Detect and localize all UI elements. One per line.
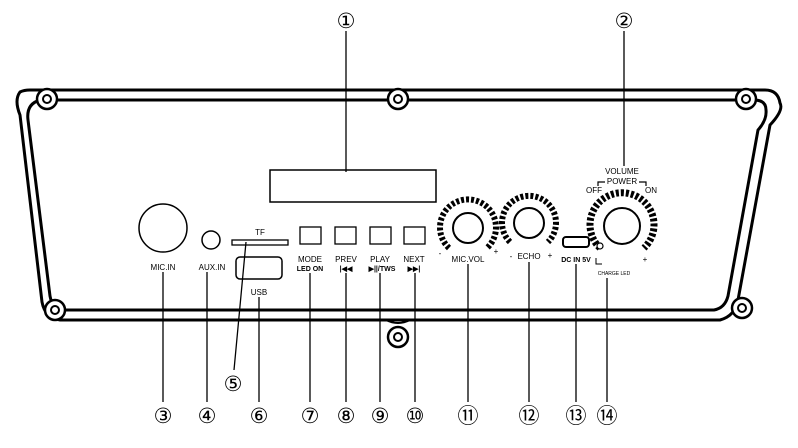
aux-in-jack	[201, 230, 221, 250]
display-window	[269, 169, 437, 203]
callout-5: ⑤	[224, 373, 243, 396]
callout-7: ⑦	[301, 405, 320, 428]
power-bracket	[597, 181, 647, 186]
tf-label: TF	[255, 228, 265, 237]
callout-2: ②	[615, 10, 634, 33]
echo-minus: -	[510, 252, 513, 261]
callouts: ① ② ③ ④ ⑤ ⑥ ⑦ ⑧ ⑨ ⑩ ⑪ ⑫ ⑬ ⑭	[154, 10, 634, 428]
callout-13: ⑬	[566, 405, 587, 428]
screws	[35, 87, 758, 349]
callout-6: ⑥	[250, 405, 269, 428]
callout-1: ①	[337, 10, 356, 33]
frame-notch	[385, 319, 411, 324]
mic-vol-minus: -	[439, 249, 442, 258]
play-button	[369, 226, 392, 245]
callout-9: ⑨	[371, 405, 390, 428]
callout-12: ⑫	[519, 405, 540, 428]
prev-icon: |◀◀	[340, 266, 353, 273]
play-icon: ▶||/TWS	[368, 266, 396, 273]
mic-vol-label: MIC.VOL	[452, 255, 485, 264]
next-label: NEXT	[403, 255, 424, 264]
led-on-label: LED ON	[297, 266, 323, 273]
screw-bottom-center	[386, 325, 410, 349]
echo-plus: +	[548, 251, 553, 260]
on-label: ON	[645, 186, 657, 195]
usb-port	[235, 256, 283, 280]
callout-11: ⑪	[458, 405, 479, 428]
leader-lines	[162, 31, 625, 402]
screw-bottom-left	[43, 298, 67, 322]
off-label: OFF	[586, 186, 602, 195]
mic-in-label: MIC.IN	[151, 263, 176, 272]
power-label: POWER	[607, 177, 637, 186]
prev-button	[334, 226, 357, 245]
screw-top-center	[386, 87, 410, 111]
mic-vol-plus: +	[494, 247, 499, 256]
dc-in-port	[562, 236, 590, 248]
callout-3: ③	[154, 405, 173, 428]
aux-in-label: AUX.IN	[199, 263, 226, 272]
callout-4: ④	[198, 405, 217, 428]
volume-power-knob	[586, 189, 658, 251]
mode-label: MODE	[298, 255, 322, 264]
screw-top-right	[734, 87, 758, 111]
callout-10: ⑩	[406, 405, 425, 428]
panel-frame	[15, 88, 783, 322]
usb-label: USB	[251, 288, 267, 297]
dc-in-label: DC IN 5V	[561, 257, 591, 264]
charge-led	[596, 242, 604, 250]
tf-card-slot	[231, 239, 289, 246]
charge-led-label: CHARGE LED	[598, 271, 631, 277]
screw-top-left	[35, 87, 59, 111]
prev-label: PREV	[335, 255, 357, 264]
next-icon: ▶▶|	[407, 266, 421, 273]
play-label: PLAY	[370, 255, 391, 264]
echo-label: ECHO	[517, 252, 540, 261]
mode-button	[299, 226, 322, 245]
mic-vol-knob	[437, 196, 499, 251]
screw-bottom-right	[730, 296, 754, 320]
callout-8: ⑧	[337, 405, 356, 428]
mic-in-jack	[138, 203, 188, 253]
charge-led-bracket	[595, 258, 602, 265]
echo-knob	[499, 192, 559, 245]
callout-14: ⑭	[597, 405, 618, 428]
volume-label: VOLUME	[605, 167, 639, 176]
next-button	[403, 226, 426, 245]
volume-plus: +	[643, 255, 648, 264]
